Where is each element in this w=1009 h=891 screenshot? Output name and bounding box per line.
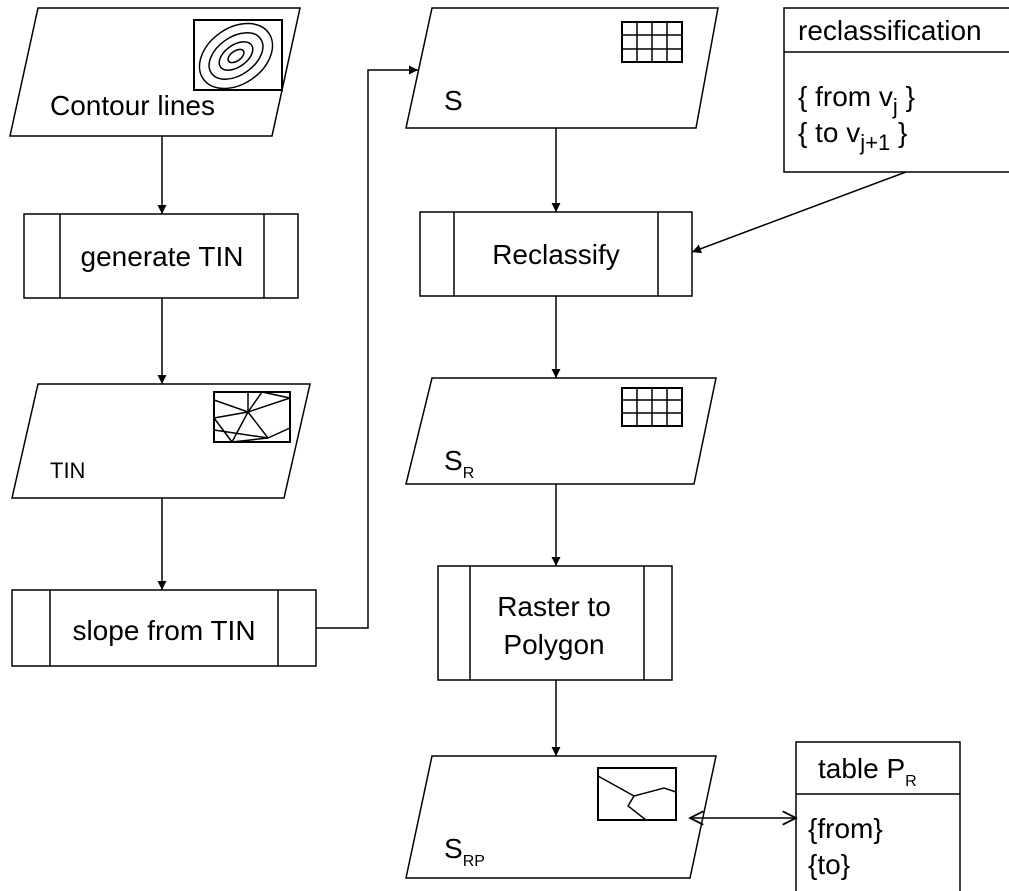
generate-tin-process: generate TIN	[23, 213, 299, 299]
tin-dataset: TIN	[11, 383, 311, 499]
s-dataset: S	[405, 7, 719, 129]
reclassification-from-line: { from vj }	[798, 81, 915, 119]
polygon-map-icon	[597, 767, 677, 821]
s-rp-dataset: SRP	[405, 755, 717, 879]
s-label: S	[444, 85, 463, 116]
contour-lines-label: Contour lines	[50, 90, 215, 121]
raster-to-polygon-line1: Raster to	[497, 591, 611, 622]
reclassification-table: reclassification { from vj } { to vj+1 }	[783, 7, 1009, 173]
slope-from-tin-label: slope from TIN	[72, 615, 255, 646]
raster-to-polygon-line2: Polygon	[503, 629, 604, 660]
reclassification-header: reclassification	[798, 15, 982, 46]
reclassify-label: Reclassify	[492, 239, 620, 270]
raster-grid-icon	[621, 21, 683, 63]
arrow-reclassification-to-reclassify	[691, 171, 907, 254]
s-r-label: SR	[444, 445, 474, 482]
table-p-r-header: table PR	[818, 753, 917, 790]
table-p-r: table PR {from} {to}	[795, 741, 961, 891]
raster-to-polygon-process: Raster to Polygon	[437, 565, 673, 681]
arrow-slope-to-s	[316, 65, 418, 629]
contour-lines-dataset: Contour lines	[9, 7, 301, 137]
s-rp-label: SRP	[444, 833, 485, 870]
tin-label: TIN	[50, 458, 85, 483]
generate-tin-label: generate TIN	[81, 241, 244, 272]
table-p-r-from: {from}	[808, 813, 883, 844]
reclassify-process: Reclassify	[419, 211, 693, 297]
contour-map-icon	[193, 19, 283, 91]
tin-mesh-icon	[213, 391, 291, 443]
table-p-r-to: {to}	[808, 849, 850, 880]
s-r-dataset: SR	[405, 377, 717, 485]
raster-grid-icon	[621, 387, 683, 427]
slope-from-tin-process: slope from TIN	[11, 589, 317, 667]
reclassification-to-line: { to vj+1 }	[798, 117, 907, 155]
